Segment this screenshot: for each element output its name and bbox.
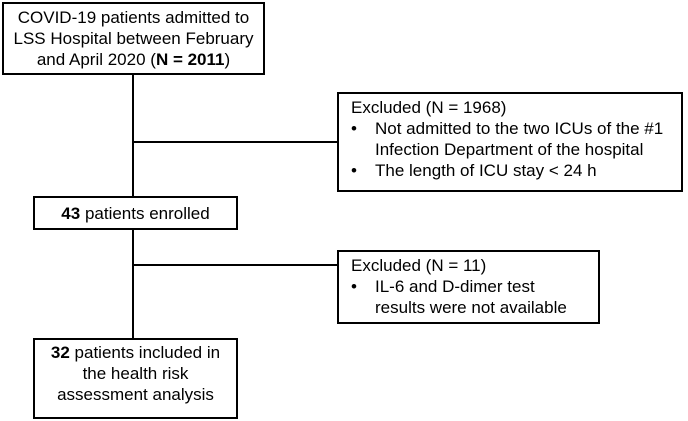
enrolled-count: 43 bbox=[61, 204, 81, 223]
enrolled-text: patients enrolled bbox=[80, 204, 210, 223]
excluded-2-title: Excluded (N = 11) bbox=[351, 256, 487, 275]
excluded-1-title: Excluded (N = 1968) bbox=[351, 98, 507, 117]
excluded-2-item: • IL-6 and D-dimer test results were not … bbox=[351, 276, 588, 318]
excluded-box-2: Excluded (N = 11) • IL-6 and D-dimer test… bbox=[337, 250, 600, 324]
excluded-1-item: • The length of ICU stay < 24 h bbox=[351, 160, 671, 181]
admitted-line-3-suffix: ) bbox=[224, 50, 231, 69]
bullet-icon: • bbox=[351, 161, 357, 180]
enrolled-box: 43 patients enrolled bbox=[33, 196, 238, 230]
branch-connector-2 bbox=[132, 264, 337, 266]
bullet-icon: • bbox=[351, 277, 357, 296]
admitted-line-3-prefix: and April 2020 ( bbox=[36, 50, 156, 69]
excluded-1-item-text: Not admitted to the two ICUs of the #1 I… bbox=[375, 119, 664, 159]
included-analysis-box: 32 patients included in the health risk … bbox=[33, 338, 238, 419]
included-count: 32 bbox=[50, 343, 70, 362]
bullet-icon: • bbox=[351, 119, 357, 138]
excluded-1-item-text: The length of ICU stay < 24 h bbox=[375, 161, 597, 180]
branch-connector-1 bbox=[132, 141, 337, 143]
excluded-1-item: • Not admitted to the two ICUs of the #1 … bbox=[351, 118, 671, 160]
excluded-2-item-text: IL-6 and D-dimer test results were not a… bbox=[375, 277, 567, 317]
main-connector-top bbox=[132, 75, 134, 196]
admitted-patients-box: COVID-19 patients admitted to LSS Hospit… bbox=[2, 2, 265, 75]
excluded-1-list: • Not admitted to the two ICUs of the #1 … bbox=[351, 118, 671, 181]
included-text: patients included in the health risk ass… bbox=[57, 343, 221, 404]
main-connector-bottom bbox=[132, 230, 134, 338]
admitted-line-2: LSS Hospital between February bbox=[13, 29, 254, 48]
admitted-total-count: N = 2011 bbox=[155, 50, 225, 69]
admitted-line-1: COVID-19 patients admitted to bbox=[17, 8, 250, 27]
admitted-line-3: and April 2020 (N = 2011) bbox=[10, 49, 257, 70]
excluded-2-list: • IL-6 and D-dimer test results were not … bbox=[351, 276, 588, 318]
excluded-box-1: Excluded (N = 1968) • Not admitted to the… bbox=[337, 92, 683, 192]
